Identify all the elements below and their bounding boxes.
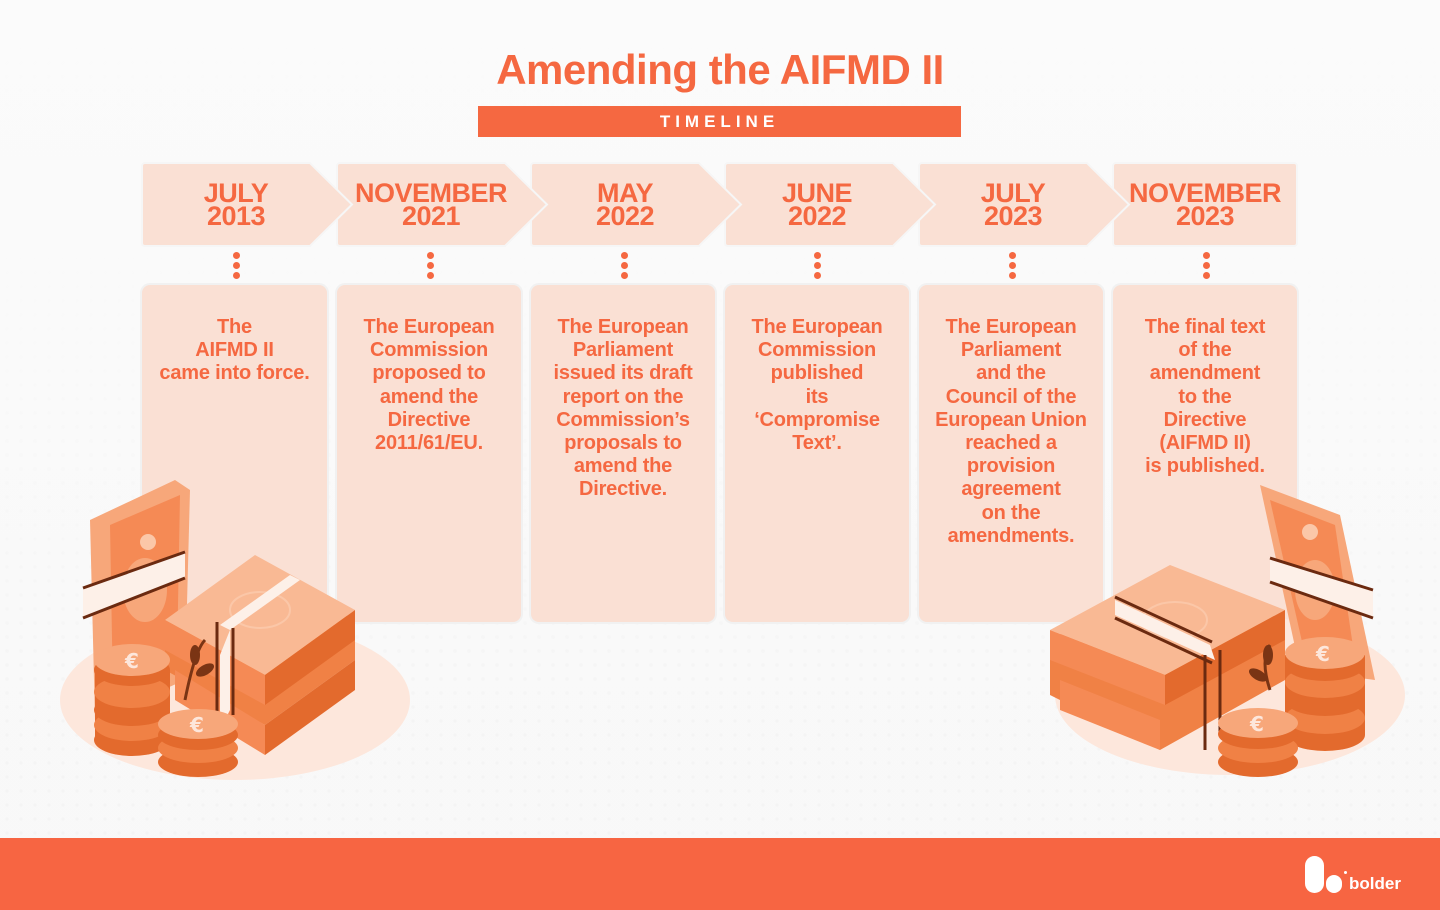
- date-month: NOVEMBER: [354, 177, 508, 208]
- money-stack-euro-coins-icon: € €: [1040, 470, 1410, 780]
- date-year: 2022: [787, 200, 847, 231]
- event-description: The European Commission published its ‘C…: [751, 316, 883, 455]
- connector-dots: [1009, 252, 1017, 282]
- event-card-2: The European Commission proposed to amen…: [337, 285, 521, 622]
- registered-mark-icon: [1344, 871, 1347, 874]
- arrow-shape: [141, 162, 354, 247]
- date-month: JULY: [203, 177, 269, 208]
- arrow-shape: [336, 162, 549, 247]
- event-description: The AIFMD II came into force.: [159, 316, 310, 385]
- date-year: 2013: [206, 200, 266, 231]
- event-card-4: The European Commission published its ‘C…: [725, 285, 909, 622]
- footer-bar: [0, 838, 1440, 910]
- logo-mark-dot-icon: [1326, 875, 1342, 893]
- connector-dots: [233, 252, 241, 282]
- event-description: The European Parliament issued its draft…: [553, 316, 693, 501]
- bolder-logo: bolder: [1305, 856, 1415, 896]
- date-month: JULY: [980, 177, 1046, 208]
- date-year: 2021: [401, 200, 461, 231]
- page-title: Amending the AIFMD II: [496, 46, 944, 93]
- arrow-shape: [918, 162, 1131, 247]
- date-year: 2022: [595, 200, 655, 231]
- svg-text:€: €: [1249, 712, 1264, 736]
- event-description: The final text of the amendment to the D…: [1144, 316, 1266, 478]
- date-month: JUNE: [781, 177, 853, 208]
- event-description: The European Parliament and the Council …: [935, 316, 1087, 547]
- svg-text:€: €: [189, 713, 204, 737]
- svg-text:€: €: [124, 649, 139, 673]
- connector-dots: [427, 252, 435, 282]
- logo-mark-icon: [1305, 856, 1324, 893]
- date-year: 2023: [983, 200, 1043, 231]
- arrow-shape: [724, 162, 937, 247]
- connector-dots: [1203, 252, 1211, 282]
- arrow-shape: [530, 162, 743, 247]
- event-card-5: The European Parliament and the Council …: [919, 285, 1103, 622]
- timeline-banner: TIMELINE: [478, 106, 961, 137]
- event-description: The European Commission proposed to amen…: [363, 316, 495, 455]
- date-month: NOVEMBER: [1128, 177, 1282, 208]
- connector-dots: [814, 252, 822, 282]
- date-year: 2023: [1175, 200, 1235, 231]
- date-month: MAY: [596, 177, 654, 208]
- svg-text:€: €: [1315, 642, 1330, 666]
- money-stack-euro-coins-icon: € €: [55, 470, 415, 780]
- timeline-banner-label: TIMELINE: [659, 111, 780, 131]
- connector-dots: [621, 252, 629, 282]
- event-card-3: The European Parliament issued its draft…: [531, 285, 715, 622]
- brand-name: bolder: [1349, 874, 1401, 893]
- event-card-6: The final text of the amendment to the D…: [1113, 285, 1297, 622]
